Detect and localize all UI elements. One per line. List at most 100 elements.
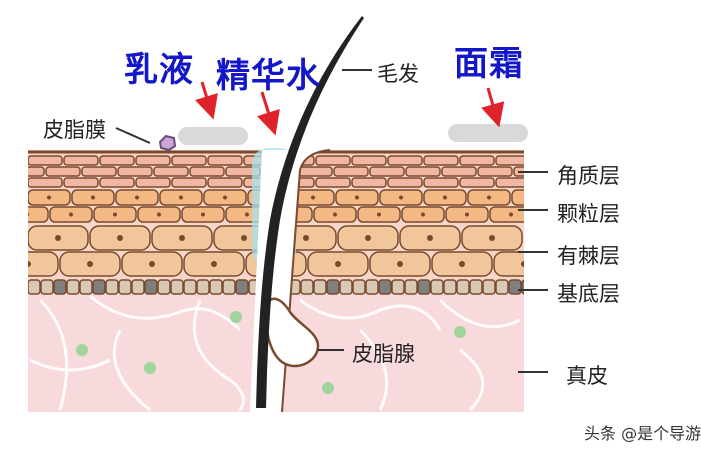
basal-cell — [184, 280, 196, 294]
corneum-cell — [154, 167, 188, 176]
cell-nucleus — [25, 213, 29, 217]
cell-nucleus — [459, 261, 465, 267]
sebum-film-droplet — [160, 136, 175, 150]
corneum-cell — [316, 156, 350, 165]
corneum-cell — [28, 156, 62, 165]
dermis-cell-dot — [454, 326, 466, 338]
dermis-cell-dot — [322, 382, 334, 394]
basal-cell — [340, 280, 352, 294]
corneum-cell — [352, 178, 386, 187]
corneum-cell — [190, 167, 224, 176]
cell-nucleus — [211, 261, 217, 267]
corneum-cell — [64, 156, 98, 165]
cell-nucleus — [427, 235, 433, 241]
basal-cell — [327, 280, 339, 294]
sebaceous-gland-label: 皮脂腺 — [352, 338, 415, 368]
corneum-cell — [298, 167, 332, 176]
cream-arrow — [488, 88, 496, 116]
corneum-cell — [460, 178, 494, 187]
cell-nucleus — [509, 213, 513, 217]
cell-nucleus — [377, 213, 381, 217]
corneum-cell — [388, 178, 422, 187]
stratum-granulosum-label: 颗粒层 — [557, 198, 620, 228]
basal-cell — [366, 280, 378, 294]
cell-nucleus — [91, 196, 95, 200]
lotion-arrow — [202, 82, 210, 108]
basal-cell — [483, 280, 495, 294]
corneum-cell — [370, 167, 404, 176]
basal-cell — [353, 280, 365, 294]
cell-nucleus — [397, 261, 403, 267]
corneum-cell — [424, 156, 458, 165]
dermis-cell-dot — [144, 362, 156, 374]
cream-layer — [448, 124, 528, 142]
cell-nucleus — [179, 196, 183, 200]
corneum-cell — [136, 156, 170, 165]
corneum-cell — [100, 178, 134, 187]
corneum-cell — [406, 167, 440, 176]
corneum-cell — [82, 167, 116, 176]
cell-nucleus — [135, 196, 139, 200]
cell-nucleus — [303, 235, 309, 241]
corneum-cell — [172, 156, 206, 165]
cell-nucleus — [465, 213, 469, 217]
corneum-cell — [496, 156, 530, 165]
cell-nucleus — [149, 261, 155, 267]
cell-nucleus — [531, 196, 535, 200]
corneum-cell — [496, 178, 530, 187]
corneum-cell — [208, 156, 242, 165]
cell-nucleus — [521, 261, 527, 267]
cell-nucleus — [489, 235, 495, 241]
lotion-title: 乳液 — [124, 42, 194, 91]
basal-cell — [119, 280, 131, 294]
basal-cell — [392, 280, 404, 294]
corneum-cell — [64, 178, 98, 187]
corneum-cell — [172, 178, 206, 187]
cell-nucleus — [365, 235, 371, 241]
stratum-basale-label: 基底层 — [557, 278, 620, 308]
basal-cell — [444, 280, 456, 294]
basal-cell — [106, 280, 118, 294]
basal-cell — [145, 280, 157, 294]
cell-nucleus — [355, 196, 359, 200]
basal-cell — [379, 280, 391, 294]
cell-nucleus — [487, 196, 491, 200]
sebum-film-leader — [116, 128, 150, 143]
cell-nucleus — [87, 261, 93, 267]
corneum-cell — [352, 156, 386, 165]
corneum-cell — [118, 167, 152, 176]
basal-cell — [54, 280, 66, 294]
corneum-cell — [334, 167, 368, 176]
cell-nucleus — [333, 213, 337, 217]
corneum-cell — [10, 167, 44, 176]
cell-nucleus — [47, 196, 51, 200]
corneum-cell — [424, 178, 458, 187]
dermis-cell-dot — [76, 344, 88, 356]
cell-nucleus — [399, 196, 403, 200]
cream-title: 面霜 — [454, 36, 524, 85]
cell-nucleus — [55, 235, 61, 241]
corneum-cell — [388, 156, 422, 165]
cell-nucleus — [443, 196, 447, 200]
cell-nucleus — [113, 213, 117, 217]
cell-nucleus — [157, 213, 161, 217]
basal-cell — [132, 280, 144, 294]
dermis-label: 真皮 — [566, 360, 608, 390]
basal-cell — [509, 280, 521, 294]
essence-water-title: 精华水 — [216, 48, 321, 97]
stratum-corneum-label: 角质层 — [557, 160, 620, 190]
basal-cell — [405, 280, 417, 294]
basal-cell — [418, 280, 430, 294]
basal-cell — [470, 280, 482, 294]
granular-cell — [512, 190, 554, 205]
cell-nucleus — [311, 196, 315, 200]
cell-nucleus — [223, 196, 227, 200]
cell-nucleus — [421, 213, 425, 217]
basal-cell — [314, 280, 326, 294]
watermark: 头条 @是个导游 — [584, 420, 701, 444]
lotion-layer — [178, 127, 248, 145]
cell-nucleus — [25, 261, 31, 267]
basal-cell — [457, 280, 469, 294]
sebum-film-label: 皮脂膜 — [43, 114, 106, 144]
hair-label: 毛发 — [377, 58, 419, 88]
